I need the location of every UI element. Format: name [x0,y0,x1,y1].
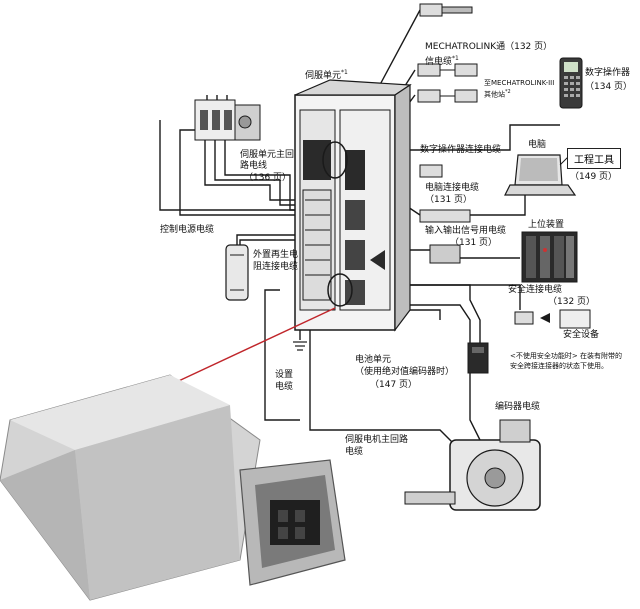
ground-cable-label-2: 电缆 [275,382,294,392]
encoder-cable-label: 编码器电缆 [495,402,541,412]
main-circuit-label: 伺服单元主回 [240,150,295,160]
digital-operator-page: （134 页） [585,82,633,92]
safety-cable-page: （132 页） [548,297,596,307]
ground-icon [293,341,307,351]
io-cable-label: 输入输出信号用电缆 [425,226,507,236]
battery-icon [467,342,489,374]
host-device-label: 上位装置 [528,220,565,230]
regen-cable-label: 外置再生电 [253,250,299,260]
mechatrolink-iii-label: 至MECHATROLINK-III [484,79,555,87]
computer-cable-label: 电脑连接电缆 [425,183,480,193]
resistor-icon [225,244,249,301]
engineering-tool-page: （149 页） [570,172,618,182]
battery-label-2: （使用绝对值编码器时） [355,367,455,377]
mechatrolink-connector-icon [417,3,478,103]
safety-cable-label: 安全连接电缆 [508,285,563,295]
digital-operator-icon [559,57,583,109]
servo-motor-icon [404,419,541,511]
computer-cable-page: （131 页） [425,195,473,205]
motor-cable-label: 伺服电机主回路 [345,435,409,445]
connector-plug-icon [419,164,471,264]
safety-note-line1: <不使用安全功能时> 在装有附带的 [510,352,622,360]
mechatrolink-iii-label-2: 其他站*2 [484,89,511,99]
io-cable-page: （131 页） [450,238,498,248]
safety-note-line2: 安全跨接连接器的状态下使用。 [510,362,608,370]
pointer-line [169,307,336,386]
servo-drive-icon [294,79,412,332]
servo-unit-label: 伺服单元*1 [305,69,348,81]
battery-label: 电池单元 [355,355,392,365]
ground-cable-label: 设置 [275,370,294,380]
safety-device-label: 安全设备 [563,330,600,340]
host-controller-icon [521,231,578,283]
main-circuit-page: （136 页） [244,173,292,183]
regen-cable-label-2: 阻连接电缆 [253,262,299,272]
battery-page: （147 页） [370,380,418,390]
digital-operator-cable-label: 数字操作器连接电缆 [420,145,502,155]
breaker-icon [194,99,261,141]
mechatrolink-label: MECHATROLINK通（132 页） [425,42,553,52]
control-power-cable-label: 控制电源电缆 [160,225,215,235]
engineering-tool-label: 工程工具 [567,148,621,169]
safety-device-icon [514,309,591,329]
digital-operator-label: 数字操作器 [585,68,631,78]
motor-cable-label-2: 电缆 [345,447,364,457]
mechatrolink-label-2: 信电缆*1 [425,55,459,67]
laptop-icon [504,154,577,196]
computer-label: 电脑 [528,140,547,150]
main-circuit-label-2: 路电线 [240,161,268,171]
connector-photo-icon [0,374,346,601]
